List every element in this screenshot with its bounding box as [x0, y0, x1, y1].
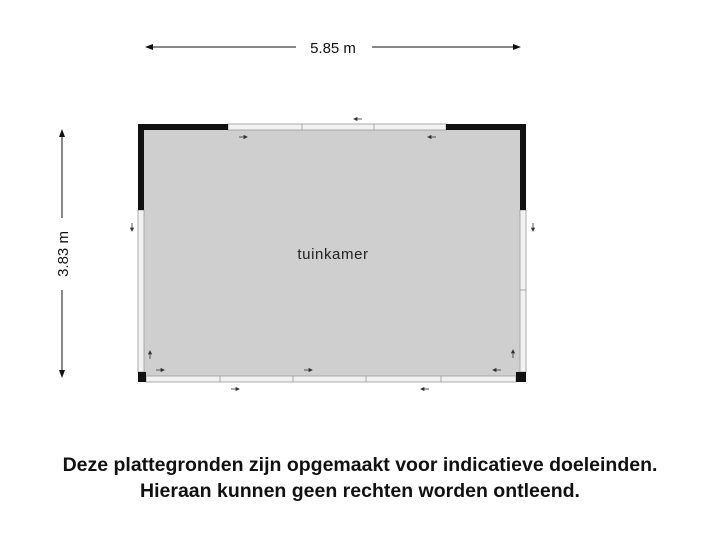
- height-label: 3.83 m: [55, 231, 72, 277]
- arrowhead-right-icon: [513, 44, 521, 50]
- walls: [138, 124, 526, 382]
- arrow-left-icon: [492, 367, 501, 373]
- window-right: [519, 209, 527, 373]
- height-dimension: 3.83 m: [55, 129, 72, 378]
- arrow-right-icon: [304, 367, 313, 373]
- room-label: tuinkamer: [297, 246, 368, 263]
- arrow-down-icon: [530, 223, 536, 232]
- width-label: 5.85 m: [310, 40, 356, 57]
- window-left: [137, 209, 145, 373]
- disclaimer-line-2: Hieraan kunnen geen rechten worden ontle…: [140, 480, 580, 502]
- wall-top-right: [446, 124, 526, 130]
- window-bottom: [145, 375, 517, 383]
- arrow-left-icon: [353, 116, 362, 122]
- wall-left: [138, 124, 144, 210]
- disclaimer-line-1: Deze plattegronden zijn opgemaakt voor i…: [62, 454, 658, 476]
- arrow-right-icon: [239, 134, 248, 140]
- arrow-right-icon: [231, 386, 240, 392]
- wall-top-left: [138, 124, 228, 130]
- arrow-left-icon: [420, 386, 429, 392]
- arrow-down-icon: [129, 223, 135, 232]
- room-floor: [142, 128, 522, 378]
- wall-right: [520, 124, 526, 210]
- arrowhead-down-icon: [59, 370, 65, 378]
- arrowhead-left-icon: [145, 44, 153, 50]
- floor-plan: 5.85 m 3.83 m: [55, 40, 536, 392]
- wall-corner-bl: [138, 372, 146, 382]
- width-dimension: 5.85 m: [145, 40, 521, 57]
- arrow-up-icon: [147, 350, 153, 359]
- arrow-left-icon: [427, 134, 436, 140]
- wall-corner-br: [516, 372, 526, 382]
- arrowhead-up-icon: [59, 129, 65, 137]
- arrow-right-icon: [156, 367, 165, 373]
- window-top: [227, 123, 447, 131]
- arrow-up-icon: [510, 349, 516, 358]
- sliding-arrows: [129, 116, 536, 392]
